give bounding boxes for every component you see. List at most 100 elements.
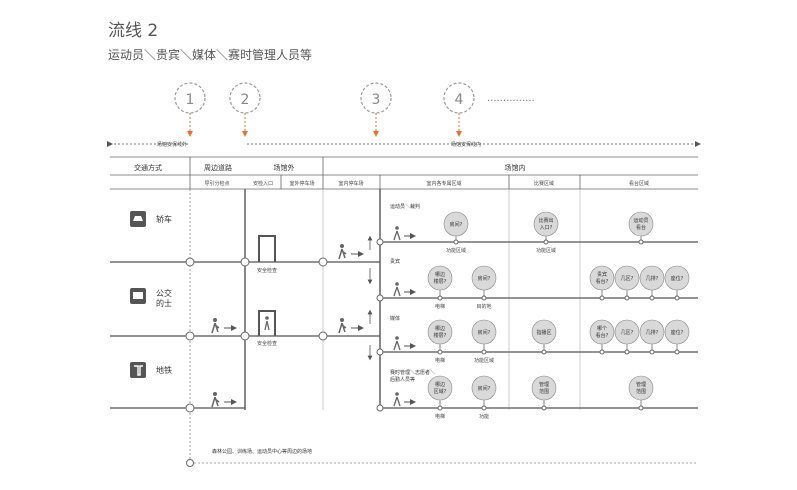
marker-ellipsis: ............... [487,93,535,104]
road-nodes [185,257,328,413]
walker-icon [393,336,416,351]
bubble-text: 管理 [636,381,646,388]
security-check-label: 安全检查 [257,340,277,347]
bubble-vip-stand: 贵宾 看台? [589,265,615,301]
bubble-athlete-stand: 运动员 看台 [628,211,654,245]
bubble-text: 区域? [434,388,447,395]
caption: 电梯 [435,357,445,364]
bubble-room: 房间? [471,319,497,355]
car-row: 轿车 [130,211,172,227]
walker-icon [393,226,416,241]
caption: 目的地 [476,303,491,310]
caption: 功能区域 [536,247,556,254]
bubble-text: 几排? [646,275,659,282]
zone-inside-label: 场馆安保线内 [451,141,481,148]
staff-label-line-1: 赛时管理＼志愿者＼ [390,369,435,376]
bubble-text: 房间? [478,385,491,392]
header-traffic: 交通方式 [134,163,162,172]
bubble-text: 楼层? [434,278,447,285]
header-parking-in: 室内停车场 [338,180,363,187]
bubble-text: 指播区 [536,329,551,336]
caption: 功能区域 [446,247,466,254]
bubble-text: 比赛出 [538,217,553,224]
bubble-manage-scope: 管理 范围 [628,375,654,411]
walker-icon [338,244,364,260]
footnote: 森林公园、训练场、运动员中心等周边的场地 [212,448,312,455]
bus-label-2: 的士 [156,298,172,308]
bubble-room: 房间? [443,211,469,245]
vip-label: 贵宾 [390,258,400,265]
caption: 电梯 [435,413,445,420]
bubble-row: 几排? [639,319,665,355]
bubble-text: 看台? [596,278,609,285]
bubble-text: 范围 [539,388,549,395]
athlete-label: 运动员＼裁判 [390,203,420,210]
bubble-text: 贵宾 [597,271,607,278]
walker-icon [211,392,237,408]
car-label: 轿车 [156,214,172,224]
bubble-text: 几区? [621,276,634,282]
zone-outside-label: 场馆安保线外 [157,141,187,148]
bubble-text: 运动员 [633,217,648,224]
header-parking-out: 室外停车场 [289,180,314,187]
walker-icon [393,282,416,297]
walker-icon [338,318,364,334]
caption: 功能 [479,413,489,420]
security-check-label: 安全检查 [257,267,277,274]
header-road: 周边道路 [204,163,232,172]
metro-row: 地铁 [130,362,172,378]
lane-walkers [393,226,416,407]
header-stand: 看台区域 [629,180,649,187]
marker-3: 3 [360,82,392,137]
bubble-zone: 几区? [614,265,640,301]
table-header [110,156,698,190]
marker-4-label: 4 [455,92,464,108]
caption: 功能区域 [474,357,494,364]
header-venue-out: 场馆外 [274,163,295,172]
bubble-seat: 座位? [664,265,690,301]
bubble-text: 几区? [621,330,634,336]
staff-label-line-2: 后勤人员等 [390,376,415,383]
lane-lines [380,241,698,409]
bus-row: 公交 的士 [130,288,172,308]
security-gate-2: 安全检查 [257,310,277,347]
walker-icon [211,318,237,334]
bubble-text: 哪边 [435,381,445,388]
bubble-floor: 哪边 楼层? [427,265,453,301]
header-gate: 安检入口 [253,180,273,187]
caption: 电梯 [435,303,445,310]
header-competition: 比赛区域 [534,180,554,187]
bubble-text: 座位? [671,275,684,282]
bubble-text: 入口? [540,225,553,231]
bubble-media-stand: 哪个 看台? [589,319,615,355]
page-title: 流线 2 [108,21,159,41]
bubble-zone: 几区? [614,319,640,355]
bubble-text: 座位? [671,329,684,336]
bubble-text: 看台 [636,224,646,231]
security-gate-1: 安全检查 [257,235,277,274]
lane-start-nodes [376,238,384,412]
bubble-text: 范围 [636,388,646,395]
bubble-text: 看台? [596,332,609,339]
marker-2-label: 2 [241,92,250,108]
bubble-row: 几排? [639,265,665,301]
walker-icons [211,244,364,408]
marker-2: 2 [229,82,261,137]
header-exclusive: 室内各专属区域 [426,180,461,187]
bubble-text: 哪边 [435,325,445,332]
marker-1-label: 1 [186,92,195,108]
bubble-text: 管理 [539,381,549,388]
bubble-text: 房间? [450,221,463,228]
bubble-room: 房间? [471,375,497,411]
bubble-manage-scope: 管理 范围 [531,375,557,411]
bubble-seat: 座位? [664,319,690,355]
zone-inside: 场馆安保线内 [247,141,701,148]
media-bubbles: 哪边 楼层? 房间? 指播区 哪个 看台? 几区? 几排? [427,319,690,364]
bubble-mixed-zone: 指播区 [531,319,557,355]
bubble-text: 哪个 [597,325,607,332]
bubble-room: 房间? [471,265,497,301]
header-venue-in: 场馆内 [505,163,526,172]
bubble-text: 几排? [646,329,659,336]
metro-label: 地铁 [156,365,172,375]
